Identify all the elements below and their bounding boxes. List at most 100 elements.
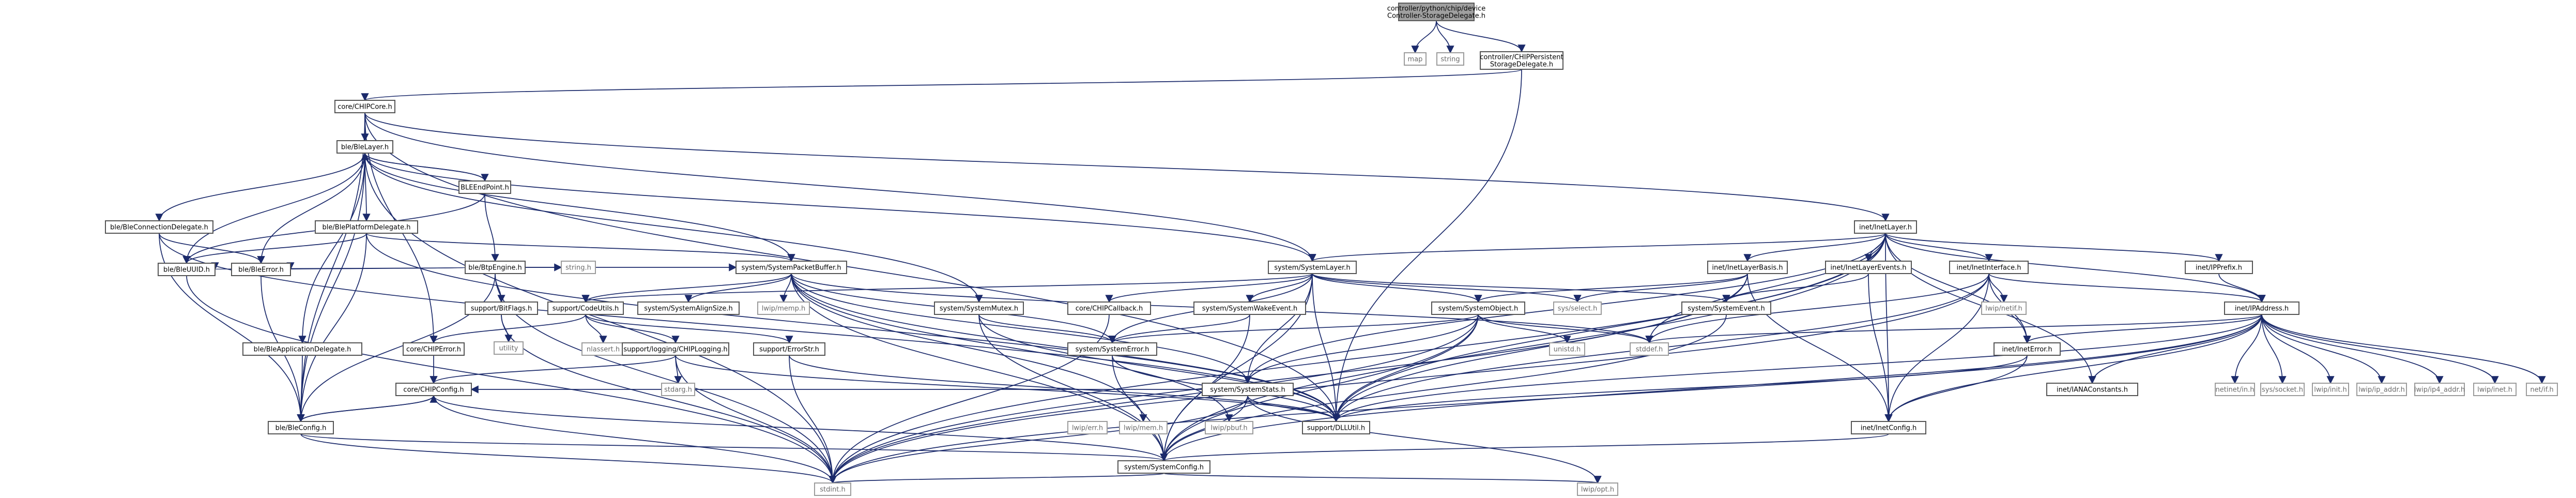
node-iface[interactable]: inet/InetInterface.h xyxy=(1949,261,2029,274)
node-sysmutex-label: system/SystemMutex.h xyxy=(940,305,1018,313)
node-sysevent[interactable]: system/SystemEvent.h xyxy=(1681,301,1771,315)
node-sysconfig-box xyxy=(1117,460,1210,474)
node-string: string xyxy=(1436,52,1464,66)
node-root-label: Controller-StorageDelegate.h xyxy=(1387,12,1485,20)
edge-sysobject-to-sysconfig xyxy=(1160,314,1479,462)
edge-chipconfig-to-sysconfig xyxy=(433,395,1168,462)
node-alignsize[interactable]: system/SystemAlignSize.h xyxy=(637,301,740,315)
node-string-label: string xyxy=(1440,56,1460,64)
node-bleendpoint[interactable]: BLEEndPoint.h xyxy=(458,180,511,194)
node-wakeevent[interactable]: system/SystemWakeEvent.h xyxy=(1193,301,1306,315)
node-bitflags[interactable]: support/BitFlags.h xyxy=(465,301,538,315)
node-sysmutex-box xyxy=(934,301,1024,315)
node-bleapp[interactable]: ble/BleApplicationDelegate.h xyxy=(242,342,362,356)
node-ipprefix[interactable]: inet/IPPrefix.h xyxy=(2185,261,2253,274)
node-syserror[interactable]: system/SystemError.h xyxy=(1067,342,1157,356)
edge-bleplatform-to-bleconfig xyxy=(297,233,367,422)
node-lwipmemp-box xyxy=(757,301,810,315)
node-bitflags-box xyxy=(465,301,538,315)
node-lwipnetif-box xyxy=(1981,301,2027,315)
edge-ipprefix-to-ipaddress xyxy=(2218,273,2266,303)
edge-bleendpoint-to-blelayer xyxy=(361,152,485,182)
node-sysmutex[interactable]: system/SystemMutex.h xyxy=(934,301,1024,315)
edge-bleengine-to-bitflags xyxy=(495,273,505,303)
edge-iface-to-stdint xyxy=(829,273,1989,484)
node-basis[interactable]: inet/InetLayerBasis.h xyxy=(1707,261,1788,274)
node-inetconfig-box xyxy=(1851,421,1926,434)
node-syslayer[interactable]: system/SystemLayer.h xyxy=(1268,261,1357,274)
edge-chipcore-to-bleconfig xyxy=(297,112,365,422)
node-bleplatform[interactable]: ble/BlePlatformDelegate.h xyxy=(315,220,418,234)
node-inetconfig[interactable]: inet/InetConfig.h xyxy=(1851,421,1926,434)
node-chipcallback[interactable]: core/CHIPCallback.h xyxy=(1067,301,1151,315)
edge-basis-to-sysselect xyxy=(1573,273,1748,303)
node-sysconfig[interactable]: system/SystemConfig.h xyxy=(1117,460,1210,474)
edge-bleengine-to-bleconfig xyxy=(297,273,496,422)
node-persist[interactable]: controller/CHIPPersistentStorageDelegate… xyxy=(1480,51,1563,70)
edge-ipaddress-to-dlutil xyxy=(1332,314,2262,422)
node-ineterror[interactable]: inet/InetError.h xyxy=(1994,342,2061,356)
node-persist-box xyxy=(1480,51,1563,70)
node-bleuuid[interactable]: ble/BleUUID.h xyxy=(158,263,216,276)
edge-sysmutex-to-syserror xyxy=(978,314,1116,344)
node-pktbuf[interactable]: system/SystemPacketBuffer.h xyxy=(735,261,847,274)
edge-ipaddress-to-netif xyxy=(2261,314,2546,384)
node-sysstats-box xyxy=(1202,383,1294,396)
node-bleengine[interactable]: ble/BtpEngine.h xyxy=(465,261,526,274)
node-bleplatform-box xyxy=(315,220,418,234)
node-bleengine-label: ble/BtpEngine.h xyxy=(468,264,522,272)
edge-bleconn-to-bleconfig xyxy=(159,233,305,422)
node-errorstr[interactable]: support/ErrorStr.h xyxy=(753,342,825,356)
node-chipcore-box xyxy=(334,100,395,113)
node-chiperror[interactable]: core/CHIPError.h xyxy=(403,342,465,356)
edge-iface-to-stddef xyxy=(1645,273,1989,344)
node-iface-label: inet/InetInterface.h xyxy=(1956,264,2021,272)
edge-syslayer-to-wakeevent xyxy=(1246,273,1313,303)
edge-events-to-sysevent xyxy=(1722,273,1869,303)
node-syserror-box xyxy=(1067,342,1157,356)
node-events[interactable]: inet/InetLayerEvents.h xyxy=(1825,261,1912,274)
node-bleengine-box xyxy=(465,261,526,274)
edge-syslayer-to-sysstats xyxy=(1244,273,1313,384)
node-bleconfig[interactable]: ble/BleConfig.h xyxy=(268,421,334,434)
edge-blelayer-to-bleconfig xyxy=(297,153,365,422)
edge-codeutils-to-errorstr xyxy=(585,314,793,344)
node-inetlayer[interactable]: inet/InetLayer.h xyxy=(1854,220,1917,234)
node-map: map xyxy=(1404,52,1427,66)
node-dlutil-label: support/DLLUtil.h xyxy=(1307,425,1365,432)
node-ipaddr-label: lwip/ip_addr.h xyxy=(2358,386,2405,394)
node-sysobject-label: system/SystemObject.h xyxy=(1438,305,1519,313)
node-wakeevent-label: system/SystemWakeEvent.h xyxy=(1202,305,1298,313)
node-sysstats[interactable]: system/SystemStats.h xyxy=(1202,383,1294,396)
node-syssocket-box xyxy=(2260,383,2305,396)
edge-sysconfig-to-lwipopt xyxy=(1163,473,1601,484)
node-chiplogging[interactable]: support/logging/CHIPLogging.h xyxy=(622,342,729,356)
edge-basis-to-inetconfig xyxy=(1747,273,1893,422)
node-chipconfig[interactable]: core/CHIPConfig.h xyxy=(395,383,472,396)
edge-bleplatform-to-bleuuid xyxy=(182,233,367,264)
node-netinetin: netinet/in.h xyxy=(2215,383,2255,396)
node-sysobject[interactable]: system/SystemObject.h xyxy=(1431,301,1525,315)
node-basis-label: inet/InetLayerBasis.h xyxy=(1712,264,1783,272)
node-chipcallback-box xyxy=(1067,301,1151,315)
node-ineterror-box xyxy=(1994,342,2061,356)
edge-ipaddress-to-stddef xyxy=(1645,314,2262,344)
node-codeutils-label: support/CodeUtils.h xyxy=(553,305,619,313)
edge-chipconfig-to-stdint xyxy=(433,395,837,484)
node-codeutils[interactable]: support/CodeUtils.h xyxy=(547,301,624,315)
node-bleerror[interactable]: ble/BleError.h xyxy=(231,263,291,276)
node-ipaddress[interactable]: inet/IPAddress.h xyxy=(2224,301,2299,315)
node-utility: utility xyxy=(494,341,524,355)
node-ianaconst-label: inet/IANAConstants.h xyxy=(2057,386,2128,394)
node-stdarg-box xyxy=(661,383,695,396)
node-chipcore[interactable]: core/CHIPCore.h xyxy=(334,100,395,113)
node-dlutil[interactable]: support/DLLUtil.h xyxy=(1302,421,1370,434)
node-ianaconst[interactable]: inet/IANAConstants.h xyxy=(2046,383,2138,396)
node-map-label: map xyxy=(1408,56,1423,64)
node-bleconn[interactable]: ble/BleConnectionDelegate.h xyxy=(105,220,213,234)
node-dlutil-box xyxy=(1302,421,1370,434)
node-blelayer[interactable]: ble/BleLayer.h xyxy=(336,140,393,154)
edge-codeutils-to-chiperror xyxy=(430,314,586,344)
edge-ipaddress-to-ipaddr xyxy=(2261,314,2386,384)
node-root[interactable]: controller/python/chip/deviceController-… xyxy=(1387,3,1486,21)
